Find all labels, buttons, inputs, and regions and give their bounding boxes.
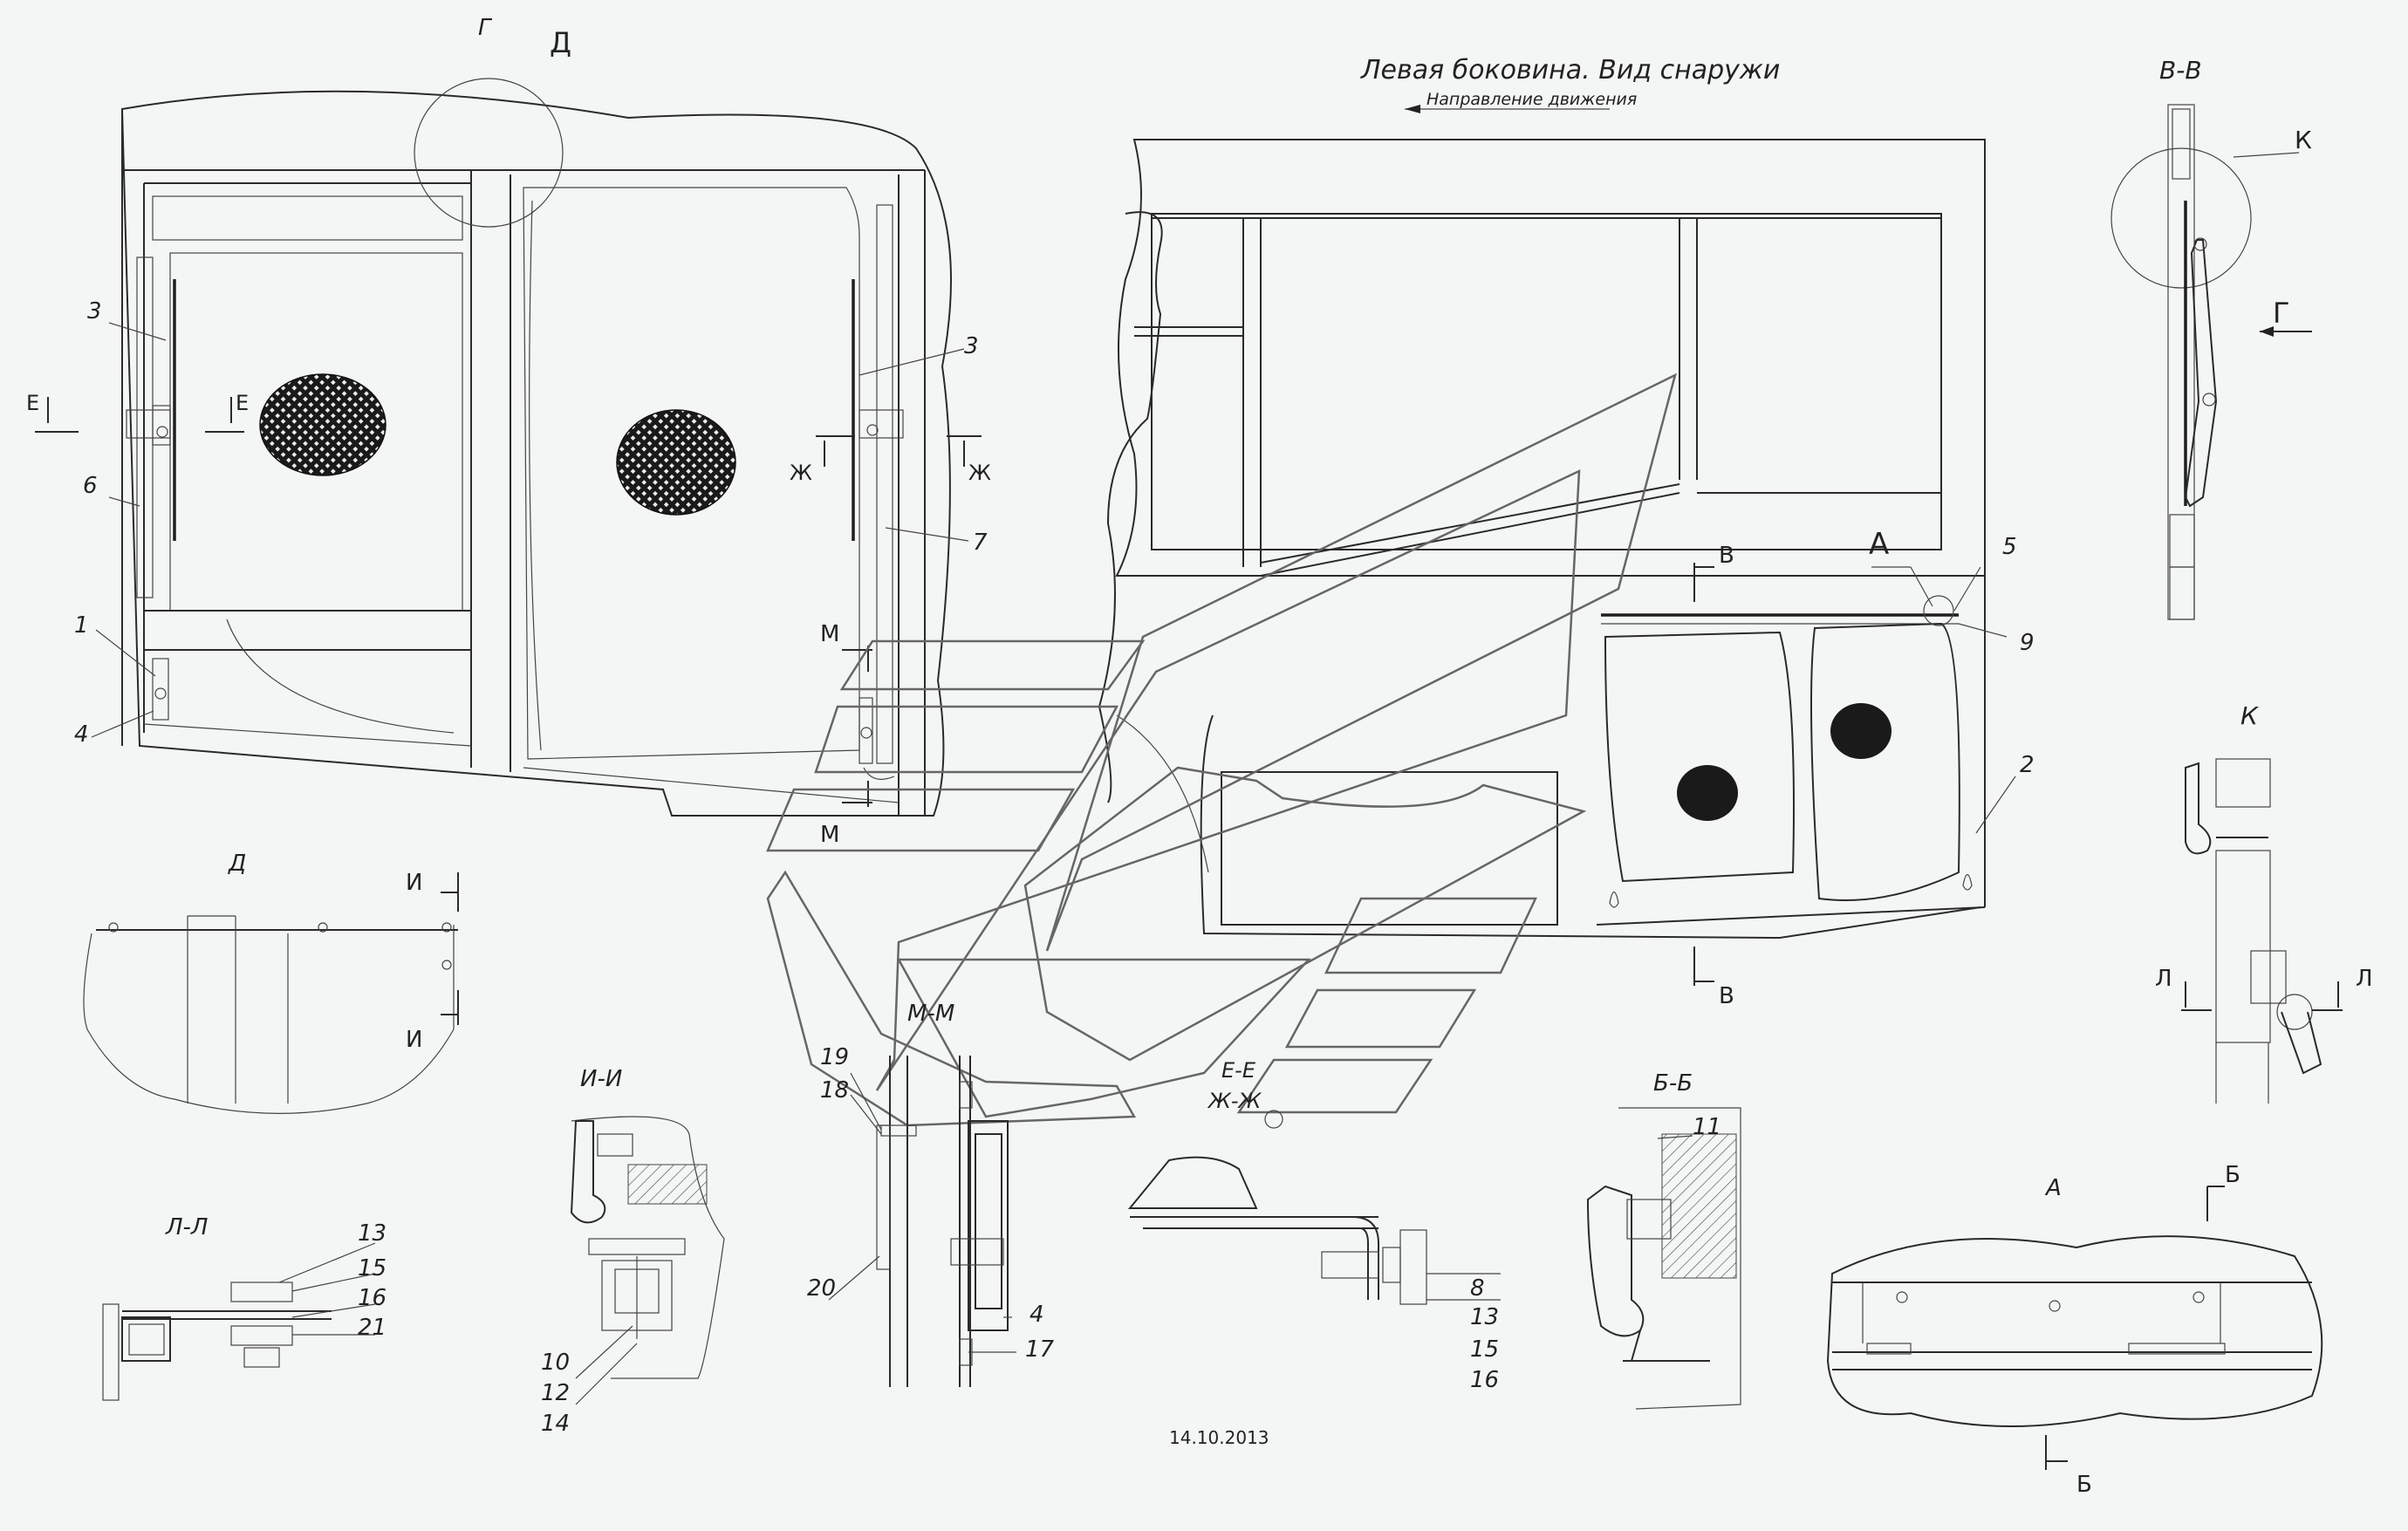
view-label-k: К xyxy=(2240,701,2259,730)
view-label-bb: Б-Б xyxy=(1653,1070,1693,1097)
callout-13a: 13 xyxy=(358,1220,387,1247)
drawing-date: 14.10.2013 xyxy=(1169,1427,1269,1448)
section-mark-e-left: Е xyxy=(26,391,39,415)
section-mark-e-right: Е xyxy=(236,391,249,415)
callout-20: 20 xyxy=(807,1275,836,1302)
callout-5: 5 xyxy=(2002,534,2017,560)
section-mark-v-bottom: В xyxy=(1719,983,1734,1009)
callout-8: 8 xyxy=(1470,1275,1485,1302)
view-label-a-main: А xyxy=(1869,527,1889,562)
section-mark-zh-left: Ж xyxy=(790,461,812,485)
view-label-vv: В-В xyxy=(2159,56,2202,85)
callout-14: 14 xyxy=(541,1411,570,1437)
callout-18: 18 xyxy=(820,1077,849,1104)
callout-6: 6 xyxy=(83,473,98,499)
callout-15a: 15 xyxy=(358,1255,387,1282)
callout-4b: 4 xyxy=(1030,1302,1044,1328)
view-label-mm: М-М xyxy=(907,1001,954,1027)
callout-2: 2 xyxy=(2020,752,2035,778)
callout-11: 11 xyxy=(1693,1114,1721,1140)
section-ii xyxy=(570,1116,725,1405)
section-mark-i-bottom: И xyxy=(406,1027,422,1053)
view-label-d: Д xyxy=(228,851,246,877)
view-label-g-arrow: Г xyxy=(2273,297,2290,330)
section-mark-i-top: И xyxy=(406,870,422,896)
section-mark-b-top: Б xyxy=(2225,1162,2240,1188)
callout-9: 9 xyxy=(2020,630,2035,656)
view-label-ii: И-И xyxy=(580,1066,622,1092)
section-ee xyxy=(1127,1110,1501,1305)
section-ll xyxy=(102,1242,376,1401)
section-mark-zh-right: Ж xyxy=(968,461,991,485)
view-label-d-top: Д xyxy=(550,26,571,59)
section-mark-v-top: В xyxy=(1719,543,1734,569)
drawing-title: Левая боковина. Вид снаружи xyxy=(1360,55,1780,85)
callout-7: 7 xyxy=(973,530,988,556)
detail-d xyxy=(83,872,459,1114)
section-vv xyxy=(2110,104,2312,620)
detail-a xyxy=(1826,1186,2323,1470)
view-label-ee: Е-Е xyxy=(1221,1058,1256,1083)
detail-k xyxy=(2181,758,2343,1104)
callout-1: 1 xyxy=(74,612,89,639)
frame-view xyxy=(35,78,982,817)
section-mark-m-bottom: М xyxy=(820,822,839,848)
section-mark-b-bottom: Б xyxy=(2076,1472,2092,1498)
callout-21: 21 xyxy=(358,1315,387,1341)
callout-4a: 4 xyxy=(74,721,89,748)
callout-15b: 15 xyxy=(1470,1336,1499,1363)
view-label-a: А xyxy=(2044,1175,2062,1201)
callout-16b: 16 xyxy=(1470,1367,1499,1393)
view-label-g-top: Г xyxy=(478,15,493,41)
view-label-k-callout: К xyxy=(2295,126,2312,154)
view-label-ll: Л-Л xyxy=(165,1214,208,1241)
watermark-chevron xyxy=(766,372,1677,1127)
section-mm xyxy=(828,1056,1016,1387)
callout-12: 12 xyxy=(541,1380,570,1406)
left-side-view xyxy=(1098,105,2016,986)
callout-19: 19 xyxy=(820,1044,849,1070)
section-bb xyxy=(1586,1107,1741,1410)
section-mark-m-top: М xyxy=(820,621,839,647)
callout-3a: 3 xyxy=(87,298,102,325)
callout-3b: 3 xyxy=(964,333,979,359)
direction-label: Направление движения xyxy=(1426,90,1637,109)
section-mark-l-right: Л xyxy=(2356,966,2373,992)
callout-10: 10 xyxy=(541,1350,570,1376)
callout-13b: 13 xyxy=(1470,1304,1499,1330)
callout-17: 17 xyxy=(1025,1336,1055,1363)
callout-16a: 16 xyxy=(358,1285,387,1311)
section-mark-l-left: Л xyxy=(2155,966,2172,992)
view-label-zhzh: Ж-Ж xyxy=(1207,1089,1262,1113)
